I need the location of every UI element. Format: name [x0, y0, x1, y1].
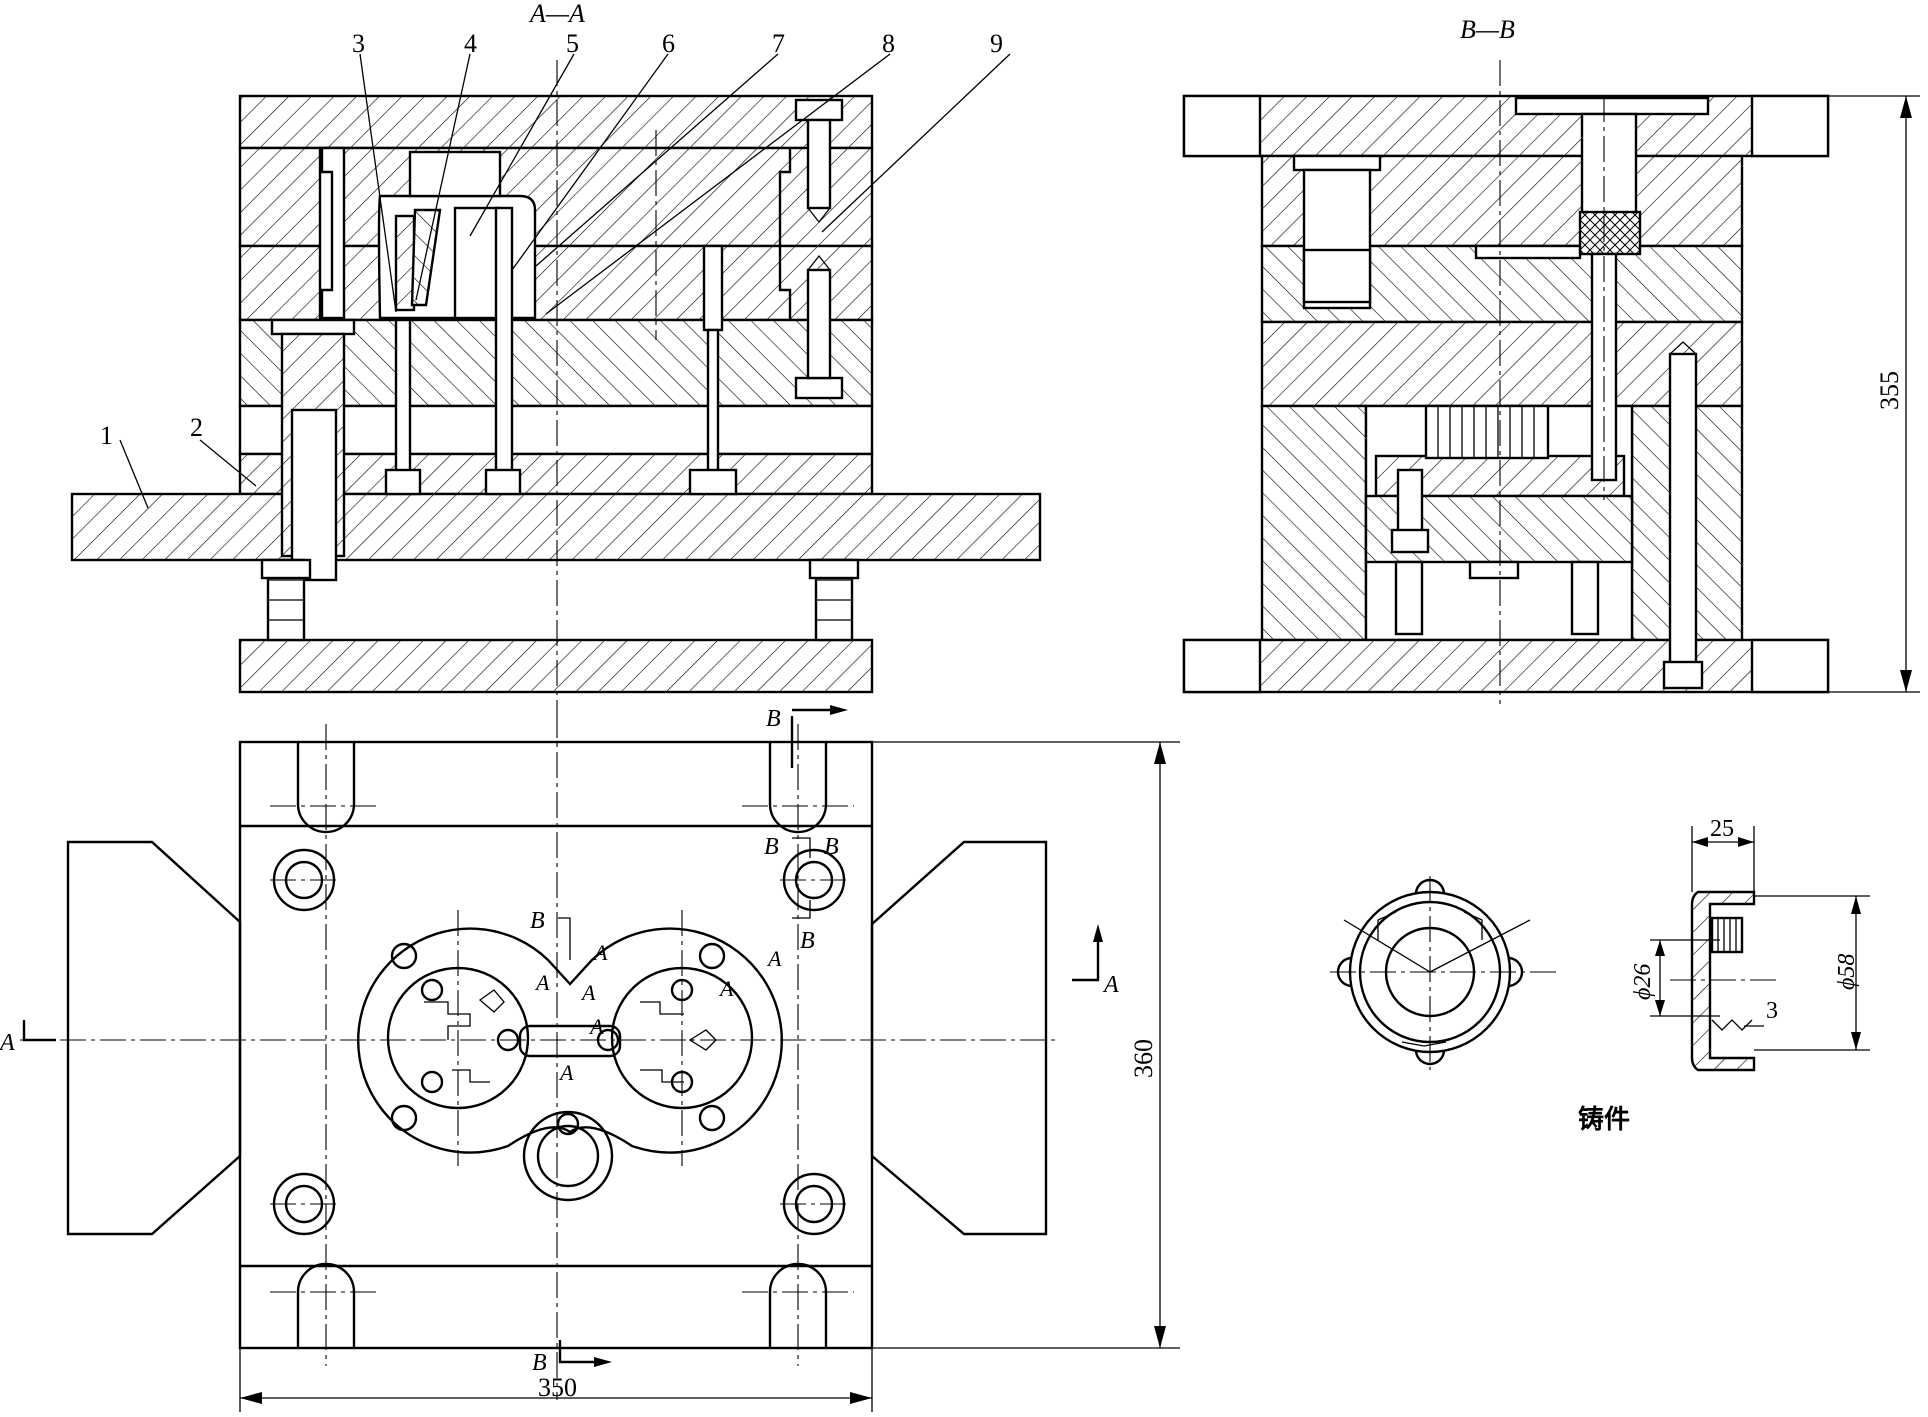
- plan-view: A A B B B B B B A A A A A A A 360 350: [0, 705, 1180, 1412]
- callout-5: 5: [566, 29, 579, 58]
- mark-a-center-4: A: [588, 1014, 604, 1039]
- callout-4: 4: [464, 29, 477, 58]
- callout-9: 9: [990, 29, 1003, 58]
- dim-phi58: ϕ58: [1834, 954, 1860, 990]
- mark-a-center-5: A: [558, 1060, 574, 1085]
- section-bb-title: B—B: [1460, 15, 1515, 44]
- dim-355: 355: [1875, 371, 1904, 410]
- dim-3: 3: [1766, 998, 1778, 1024]
- mark-b-mid-left: B: [764, 834, 779, 860]
- mark-a-center-2: A: [534, 970, 550, 995]
- dim-360: 360: [1129, 1039, 1158, 1078]
- mark-b-top: B: [766, 706, 781, 732]
- mark-a-center-7: A: [766, 946, 782, 971]
- callout-2: 2: [190, 413, 203, 442]
- section-bb-view: B—B: [1182, 15, 1920, 704]
- callout-6: 6: [662, 29, 675, 58]
- callout-3: 3: [352, 29, 365, 58]
- mark-b-center: B: [530, 908, 545, 934]
- mark-a-center-1: A: [592, 940, 608, 965]
- section-aa-view: A—A: [70, 0, 1042, 712]
- casting-detail: 25 ϕ26 ϕ58 3 铸件: [1330, 816, 1870, 1135]
- mark-b-low: B: [800, 928, 815, 954]
- callout-1: 1: [100, 421, 113, 450]
- callout-8: 8: [882, 29, 895, 58]
- mark-a-right: A: [1102, 972, 1119, 998]
- mark-a-left: A: [0, 1030, 15, 1056]
- section-aa-title: A—A: [528, 0, 585, 28]
- dim-350: 350: [538, 1373, 577, 1402]
- callout-7: 7: [772, 29, 785, 58]
- casting-caption: 铸件: [1578, 1105, 1630, 1135]
- mark-b-bottom: B: [532, 1350, 547, 1376]
- mark-b-mid-right: B: [824, 834, 839, 860]
- dim-25: 25: [1710, 816, 1734, 842]
- mark-a-center-3: A: [580, 980, 596, 1005]
- dim-phi26: ϕ26: [1630, 964, 1656, 1000]
- mark-a-center-6: A: [718, 976, 734, 1001]
